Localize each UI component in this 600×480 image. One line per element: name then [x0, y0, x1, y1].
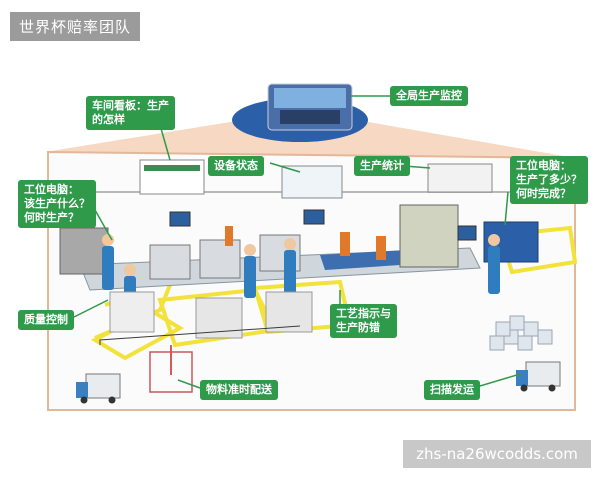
worker-1	[102, 234, 114, 290]
station-pc-left-line-1: 工位电脑：	[24, 183, 79, 196]
station-pc-left-line-3: 何时生产？	[24, 211, 79, 224]
workshop-board-label-line-1: 车间看板：生产	[92, 99, 169, 112]
workshop-board-label-line-2: 的怎样	[92, 113, 125, 126]
worker-4	[488, 234, 500, 294]
station-computer-1	[169, 211, 191, 227]
material-delivery-label: 物料准时配送	[200, 380, 278, 400]
worker-3	[284, 238, 296, 294]
process-guide-line-1: 工艺指示与	[336, 307, 391, 320]
robot-arm-2	[376, 236, 386, 260]
robot-arms	[225, 226, 386, 260]
robot-arm-3	[225, 226, 233, 246]
warehouse-stack	[489, 315, 553, 351]
quality-cart	[109, 291, 155, 333]
station-pc-right-line-3: 何时完成？	[516, 187, 571, 200]
workshop-board-label: 车间看板：生产 的怎样	[86, 96, 175, 130]
control-room-desks	[280, 110, 340, 124]
brand-tag: 世界杯赔率团队	[10, 12, 141, 41]
scan-shipping-label: 扫描发运	[424, 380, 480, 400]
station-pc-left-line-2: 该生产什么？	[24, 197, 90, 210]
robot-arm-1	[340, 232, 350, 256]
global-monitor-label: 全局生产监控	[390, 86, 468, 106]
equipment-status-screen	[281, 165, 343, 199]
production-stats-label: 生产统计	[354, 156, 410, 176]
material-cart-2	[265, 291, 313, 333]
control-room-wall-display	[274, 88, 346, 108]
quality-control-label: 质量控制	[18, 310, 74, 330]
station-machine-1	[59, 227, 109, 275]
workers	[102, 234, 500, 306]
production-stats-screen	[427, 163, 493, 193]
press-machine	[399, 204, 459, 268]
station-machine-2	[149, 244, 191, 280]
equipment-status-label: 设备状态	[208, 156, 264, 176]
station-machine-3	[199, 239, 241, 279]
worker-2	[244, 244, 256, 298]
station-computer-2	[303, 209, 325, 225]
station-pc-right-label: 工位电脑： 生产了多少？ 何时完成？	[510, 156, 588, 204]
station-pc-right-line-2: 生产了多少？	[516, 173, 582, 186]
site-watermark: zhs-na26wcodds.com	[403, 440, 591, 468]
station-pc-left-label: 工位电脑： 该生产什么？ 何时生产？	[18, 180, 96, 228]
delivery-route	[99, 325, 301, 345]
workshop-board-header	[144, 165, 200, 171]
process-guide-label: 工艺指示与 生产防错	[330, 304, 397, 338]
delivery-truck-left	[76, 373, 121, 404]
station-pc-right-line-1: 工位电脑：	[516, 159, 571, 172]
station-computer-3	[457, 225, 477, 241]
process-guide-line-2: 生产防错	[336, 321, 380, 334]
